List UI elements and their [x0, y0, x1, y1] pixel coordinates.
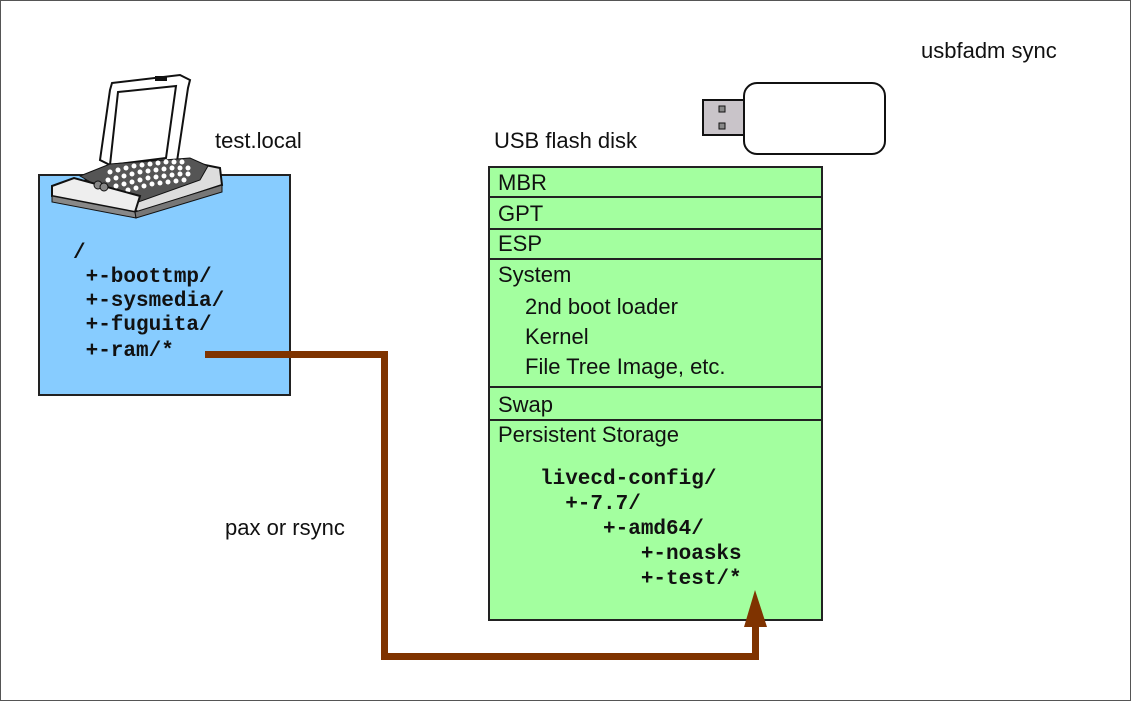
- transfer-arrow: [205, 351, 767, 660]
- system-detail: Kernel: [525, 324, 589, 349]
- storage-tree-item: +-7.7/: [540, 493, 641, 516]
- storage-tree-item: +-amd64/: [540, 518, 704, 541]
- system-detail: 2nd boot loader: [525, 294, 678, 319]
- usb-label: USB flash disk: [494, 128, 638, 153]
- host-tree-item: +-boottmp/: [73, 266, 212, 289]
- storage-tree-item: +-test/*: [540, 568, 742, 591]
- partition-gpt: GPT: [498, 201, 544, 226]
- partition-persistent-storage: Persistent Storage: [498, 422, 679, 447]
- host-tree-item: +-fuguita/: [73, 314, 212, 337]
- host-tree-item: +-sysmedia/: [73, 290, 225, 313]
- storage-tree-item: +-noasks: [540, 543, 742, 566]
- laptop-icon: [51, 73, 224, 219]
- partition-esp: ESP: [498, 231, 543, 256]
- system-detail: File Tree Image, etc.: [525, 354, 726, 379]
- host-tree-item: +-ram/*: [73, 340, 174, 363]
- host-name: test.local: [215, 128, 302, 153]
- host-filesystem-box: [38, 174, 291, 396]
- usb-partition-table: [488, 166, 823, 621]
- host-tree-root: /: [73, 242, 86, 265]
- partition-system: System: [498, 262, 572, 287]
- diagram-title: usbfadm sync: [921, 38, 1057, 63]
- arrow-head: [744, 590, 767, 627]
- storage-tree-root: livecd-config/: [540, 468, 717, 491]
- partition-swap: Swap: [498, 392, 554, 417]
- transfer-label: pax or rsync: [225, 515, 345, 540]
- partition-mbr: MBR: [498, 170, 547, 195]
- usb-flash-drive-icon: [702, 82, 886, 155]
